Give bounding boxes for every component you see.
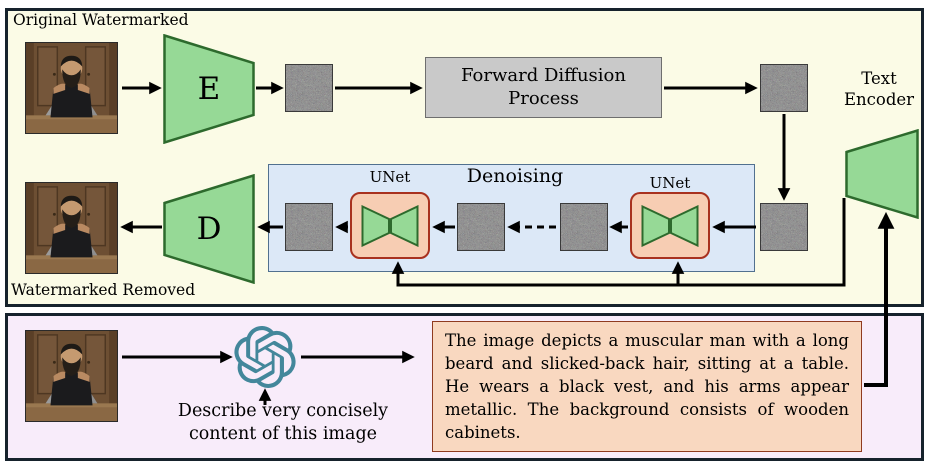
original-watermarked-label: Original Watermarked [13, 11, 189, 29]
watermarked-removed-label: Watermarked Removed [11, 281, 196, 299]
text-encoder-label: Text Encoder [843, 69, 915, 110]
watermark-removed-photo [25, 182, 118, 274]
vae-decoder-shape [163, 174, 255, 284]
noise-latent-2 [760, 64, 808, 112]
forward-diffusion-box: Forward Diffusion Process [425, 57, 662, 118]
forward-diffusion-label: Forward Diffusion Process [461, 65, 626, 109]
chatgpt-logo-icon [234, 326, 296, 388]
vae-encoder-shape [163, 34, 255, 144]
image-caption-box: The image depicts a muscular man with a … [432, 321, 862, 452]
text-encoder-shape [845, 129, 919, 219]
unet-icon [361, 204, 419, 247]
watermarked-input-photo [25, 42, 118, 134]
noise-latent-5 [457, 203, 505, 251]
instruction-label: Describe very concisely content of this … [177, 401, 389, 444]
unet-block-left [350, 192, 430, 259]
decoder-label: D [196, 211, 222, 247]
denoising-label: Denoising [466, 165, 564, 187]
noise-latent-3 [760, 203, 808, 251]
caption-input-photo [25, 330, 118, 422]
unet-icon [641, 204, 699, 247]
noise-latent-1 [285, 64, 333, 112]
noise-latent-6 [285, 203, 333, 251]
encoder-label: E [197, 71, 221, 107]
unet-block-right [630, 192, 710, 259]
unet-left-label: UNet [369, 168, 411, 186]
caption-text: The image depicts a muscular man with a … [445, 331, 849, 443]
unet-right-label: UNet [649, 174, 691, 192]
noise-latent-4 [560, 203, 608, 251]
